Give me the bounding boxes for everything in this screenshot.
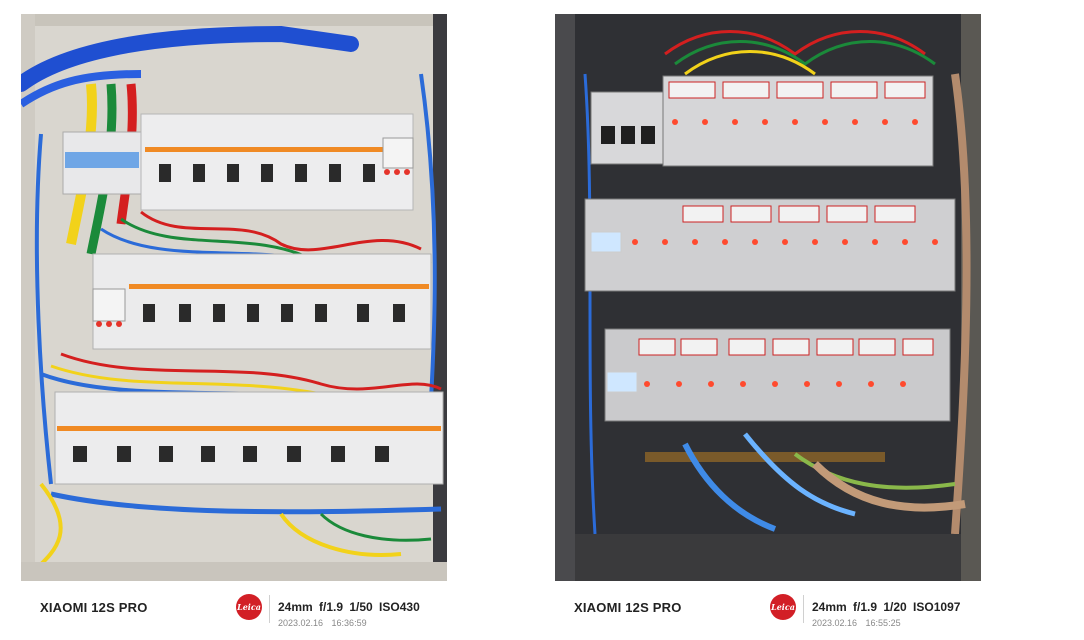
panel-image-right [555,14,981,581]
photo-card-left: XIAOMI 12S PRO Leica 24mm f/1.9 1/50 ISO… [0,0,470,640]
leica-logo-icon: Leica [236,594,262,620]
caption-divider [269,595,270,623]
photo-caption-left: XIAOMI 12S PRO Leica 24mm f/1.9 1/50 ISO… [21,590,441,630]
camera-model: XIAOMI 12S PRO [574,600,682,615]
capture-datetime: 2023.02.16 16:55:25 [812,618,901,628]
exposure-specs: 24mm f/1.9 1/50 ISO430 [278,600,420,614]
capture-datetime: 2023.02.16 16:36:59 [278,618,367,628]
leica-logo-icon: Leica [770,594,796,620]
caption-divider [803,595,804,623]
panel-image-left [21,14,447,581]
leica-logo-text: Leica [771,602,795,612]
camera-model: XIAOMI 12S PRO [40,600,148,615]
photo-caption-right: XIAOMI 12S PRO Leica 24mm f/1.9 1/20 ISO… [555,590,975,630]
photo-electrical-panel-bright [21,14,447,581]
exposure-specs: 24mm f/1.9 1/20 ISO1097 [812,600,961,614]
photo-card-right: XIAOMI 12S PRO Leica 24mm f/1.9 1/20 ISO… [534,0,1004,640]
leica-logo-text: Leica [237,602,261,612]
photo-electrical-panel-dark [555,14,981,581]
